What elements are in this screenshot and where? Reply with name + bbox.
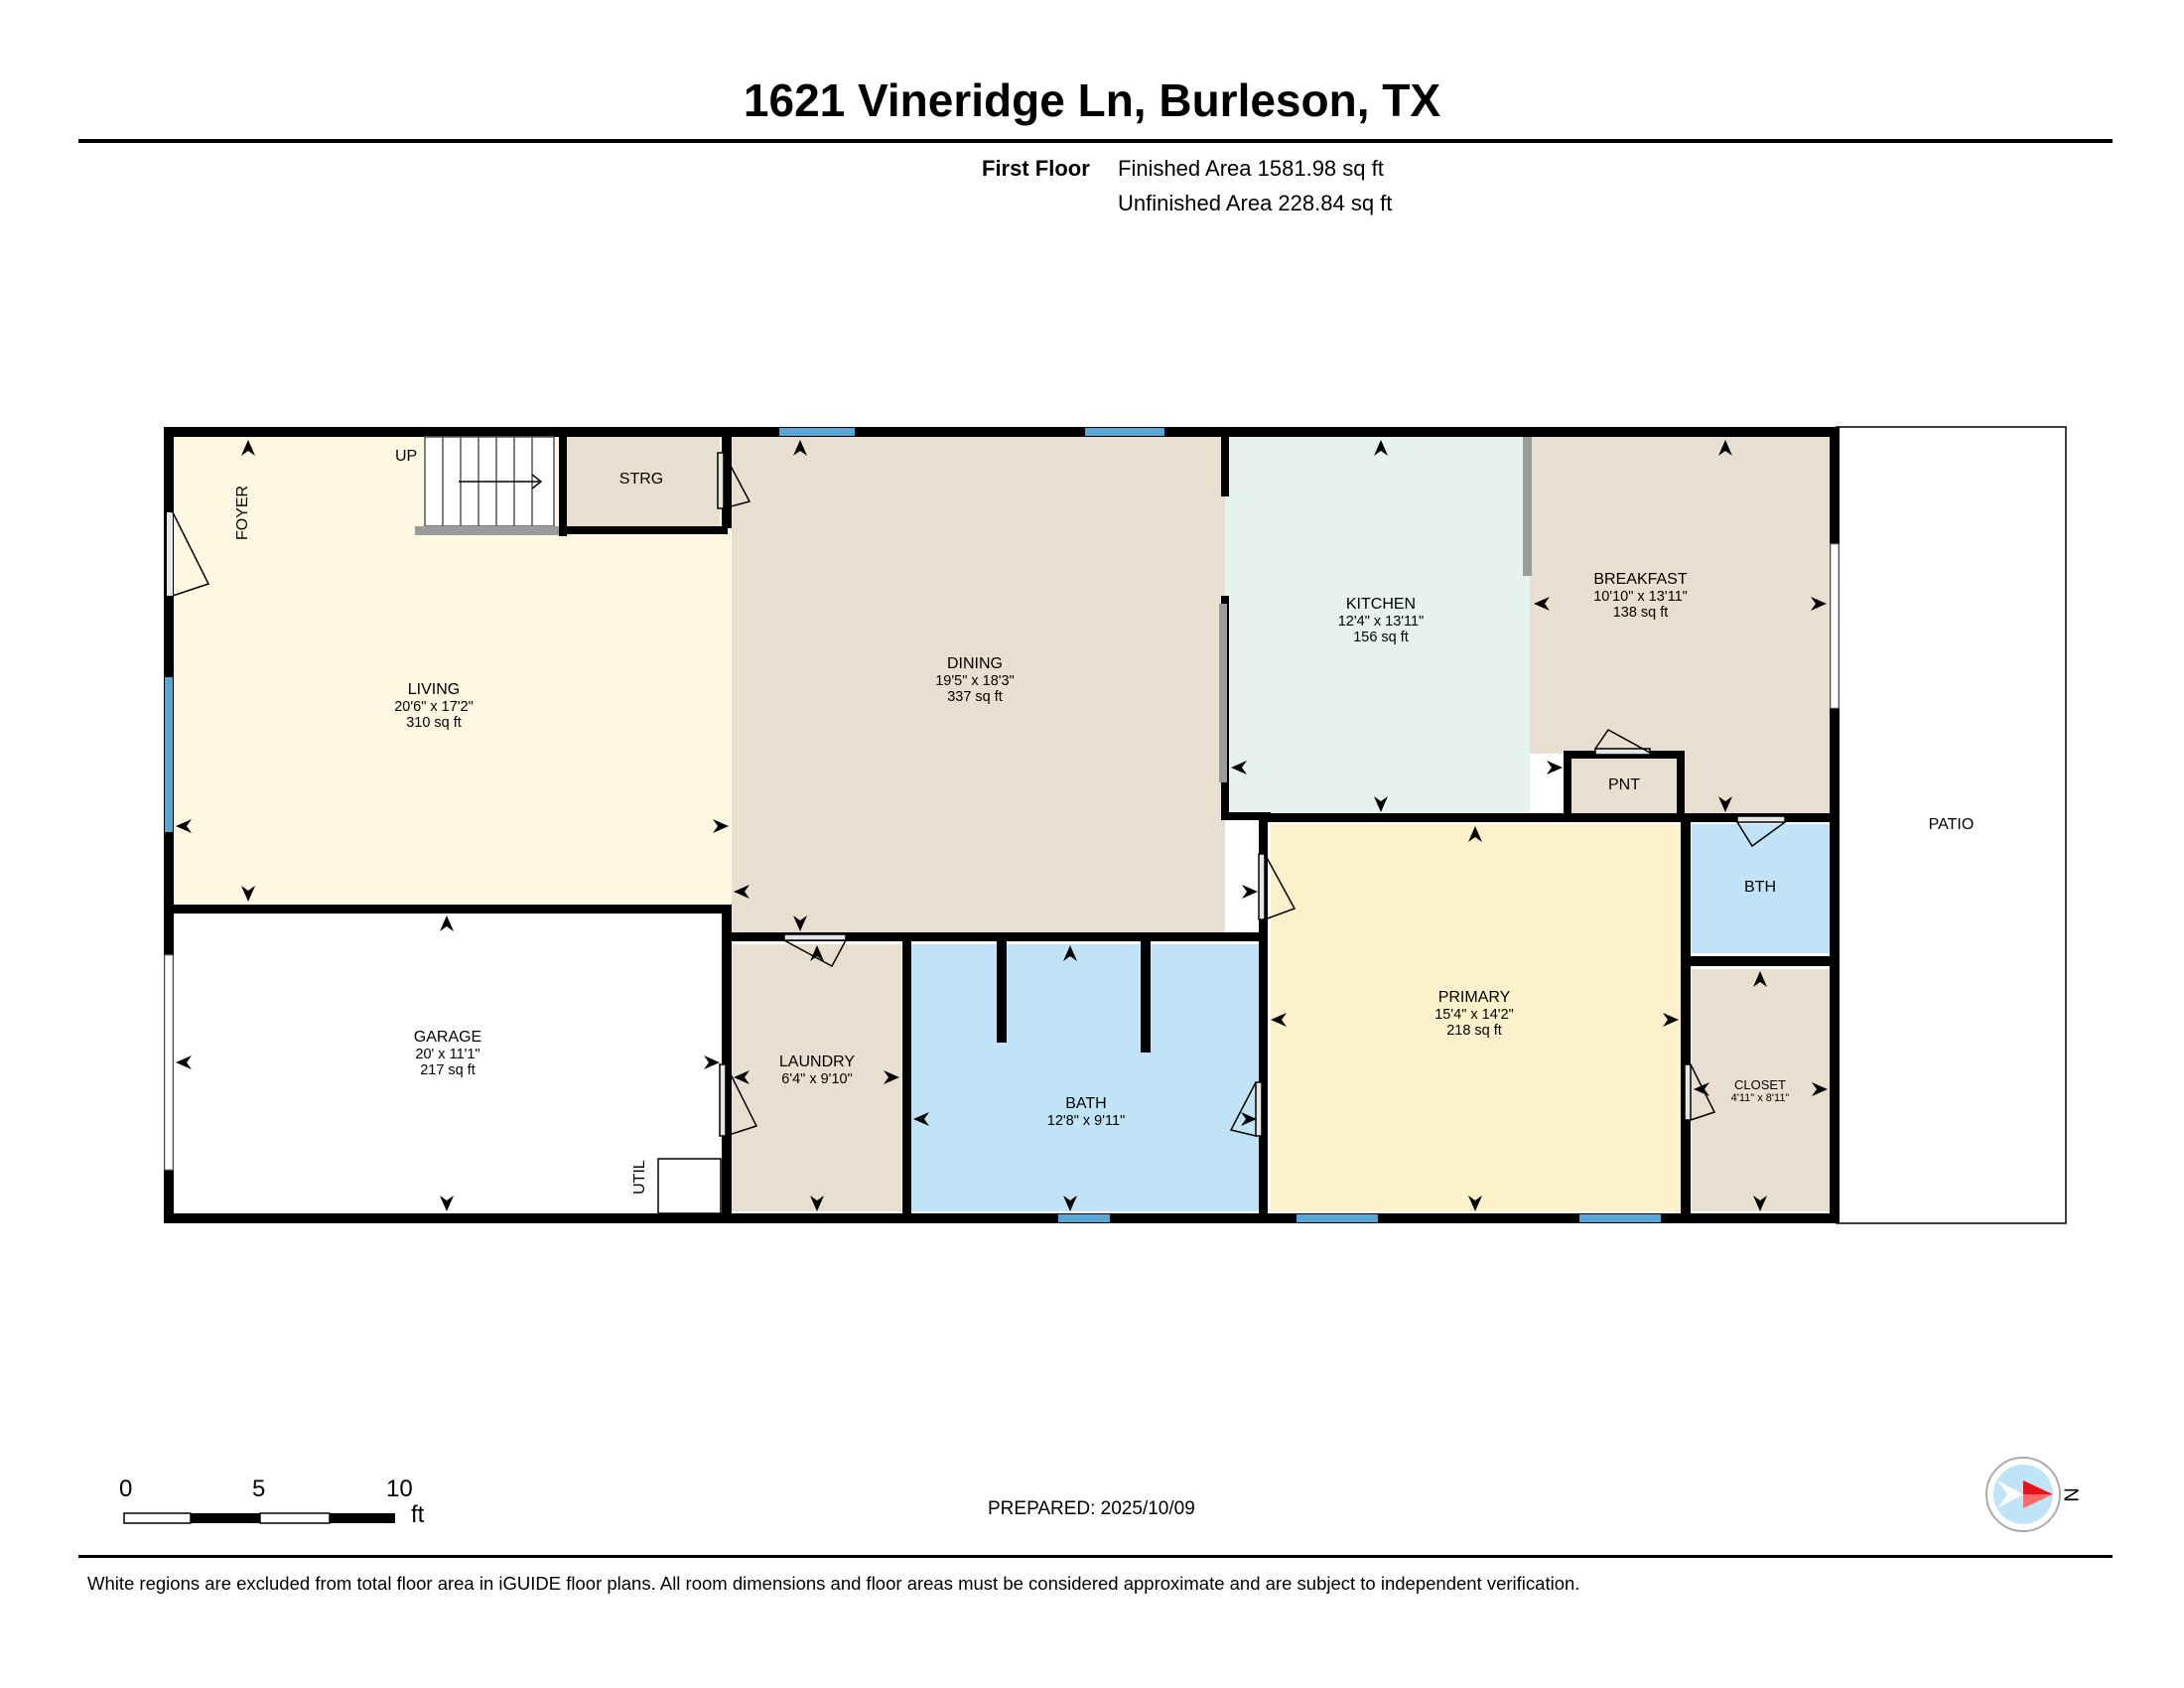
kitchen-fill — [1225, 437, 1530, 813]
room-dimensions: 10'10" x 13'11" — [1593, 589, 1688, 605]
garage-door — [164, 954, 174, 1171]
windows — [165, 428, 1661, 1222]
scale-unit: ft — [411, 1501, 425, 1528]
room-dimensions: 12'4" x 13'11" — [1337, 614, 1425, 630]
dining-fill — [732, 437, 1225, 934]
dimension-arrows — [176, 440, 1828, 1211]
breakfast-fill — [1530, 437, 1830, 754]
room-dimensions: 4'11" x 8'11" — [1730, 1092, 1790, 1104]
bth-fill — [1692, 824, 1830, 953]
room-pnt: PNT — [1608, 776, 1640, 793]
room-primary: PRIMARY 15'4" x 14'2" 218 sq ft — [1268, 989, 1681, 1039]
room-area: 337 sq ft — [947, 689, 1003, 705]
room-garage: GARAGE 20' x 11'1" 217 sq ft — [174, 1029, 722, 1078]
room-name: GARAGE — [413, 1029, 482, 1046]
room-area: 310 sq ft — [406, 715, 462, 731]
room-name: PRIMARY — [1437, 989, 1511, 1006]
room-dimensions: 20' x 11'1" — [415, 1047, 480, 1062]
room-patio: PATIO — [1928, 816, 1975, 833]
unfinished-area: Unfinished Area 228.84 sq ft — [1118, 191, 1393, 215]
patio-area — [1836, 426, 2067, 1224]
room-dimensions: 6'4" x 9'10" — [781, 1071, 853, 1087]
room-name: DINING — [947, 655, 1003, 672]
room-bth: BTH — [1744, 879, 1776, 896]
front-door — [167, 512, 173, 596]
room-util: UTIL — [631, 1160, 648, 1195]
room-closet: CLOSET 4'11" x 8'11" — [1691, 1077, 1830, 1104]
room-name: LIVING — [407, 681, 461, 698]
floor-label: First Floor — [982, 156, 1090, 181]
interior-doors — [717, 452, 1786, 1137]
header-rule — [78, 139, 2113, 143]
island-counter — [1219, 604, 1227, 782]
strg-fill — [563, 437, 720, 526]
laundry-fill — [732, 944, 901, 1211]
primary-fill — [1271, 824, 1682, 1211]
room-living: LIVING 20'6" x 17'2" 310 sq ft — [171, 681, 697, 731]
finished-area: Finished Area 1581.98 sq ft — [1118, 156, 1384, 181]
front-door-swing — [172, 511, 210, 597]
room-name: BREAKFAST — [1593, 571, 1688, 588]
room-dimensions: 12'8" x 9'11" — [1046, 1113, 1126, 1129]
room-dimensions: 20'6" x 17'2" — [394, 699, 474, 715]
room-dining: DINING 19'5" x 18'3" 337 sq ft — [732, 655, 1218, 705]
room-dimensions: 19'5" x 18'3" — [935, 673, 1015, 689]
bath-fill — [911, 944, 1261, 1211]
closet-fill — [1692, 969, 1830, 1211]
scale-label-10: 10 — [386, 1476, 413, 1502]
page-title: 1621 Vineridge Ln, Burleson, TX — [743, 74, 1441, 126]
stairs-up-label: UP — [395, 448, 418, 465]
room-dimensions: 15'4" x 14'2" — [1434, 1007, 1514, 1023]
room-area: 138 sq ft — [1612, 605, 1669, 621]
prepared-date: PREPARED: 2025/10/09 — [988, 1498, 1195, 1519]
room-name: KITCHEN — [1345, 596, 1417, 613]
scale-label-0: 0 — [119, 1476, 133, 1502]
room-name: BATH — [1065, 1095, 1107, 1112]
pnt-fill — [1570, 754, 1680, 813]
stairs — [415, 436, 559, 535]
room-name: CLOSET — [1733, 1077, 1786, 1092]
util-box — [657, 1158, 722, 1214]
room-strg: STRG — [618, 471, 664, 488]
room-area: 217 sq ft — [420, 1062, 476, 1078]
room-area: 218 sq ft — [1446, 1023, 1502, 1039]
room-bath: BATH 12'8" x 9'11" — [911, 1095, 1261, 1129]
footer-rule — [78, 1555, 2113, 1558]
compass-icon — [1985, 1457, 2061, 1532]
compass-north-label: N — [2059, 1487, 2082, 1502]
disclaimer: White regions are excluded from total fl… — [87, 1573, 1580, 1594]
patio-door — [1830, 543, 1840, 709]
room-laundry: LAUNDRY 6'4" x 9'10" — [732, 1054, 902, 1087]
scale-bar — [123, 1512, 395, 1524]
scale-label-5: 5 — [252, 1476, 266, 1502]
room-kitchen: KITCHEN 12'4" x 13'11" 156 sq ft — [1229, 596, 1533, 645]
room-area: 156 sq ft — [1353, 630, 1409, 645]
kitchen-counter — [1523, 437, 1532, 576]
room-breakfast: BREAKFAST 10'10" x 13'11" 138 sq ft — [1534, 571, 1747, 621]
room-foyer: FOYER — [234, 485, 251, 540]
breakfast-fill-lower — [1685, 754, 1830, 813]
room-name: LAUNDRY — [778, 1054, 856, 1070]
